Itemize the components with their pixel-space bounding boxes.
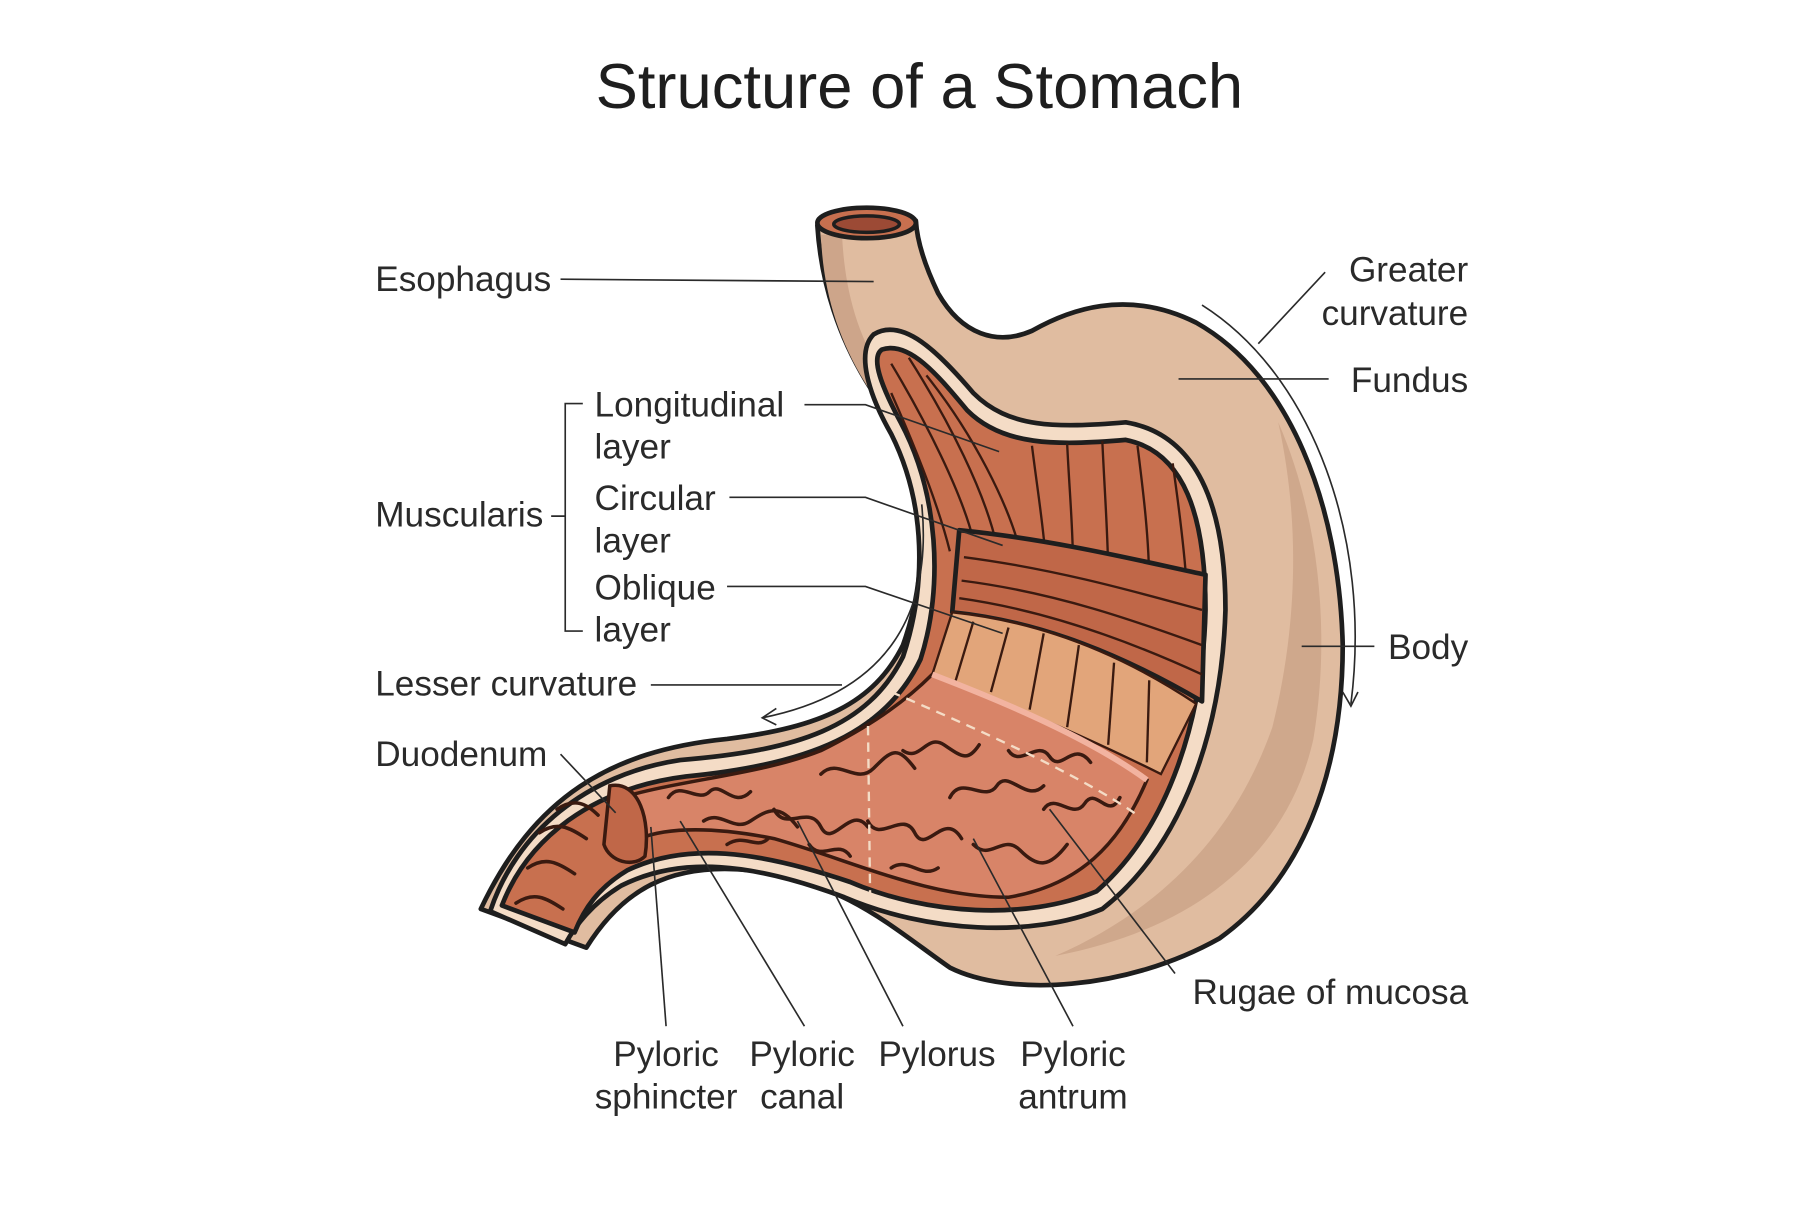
label-oblique-1: Oblique	[595, 568, 716, 607]
label-esophagus: Esophagus	[375, 260, 551, 299]
label-pyloric-sphincter-2: sphincter	[595, 1077, 738, 1116]
label-circular-1: Circular	[595, 479, 716, 518]
label-pylorus: Pylorus	[878, 1035, 995, 1074]
label-circular-2: layer	[595, 521, 672, 560]
rugae-folds	[666, 740, 1122, 874]
oblique-fibers	[954, 621, 1151, 763]
oblique-edge	[931, 671, 1149, 783]
stomach-shade	[1055, 422, 1322, 956]
label-pyloric-antrum-1: Pyloric	[1020, 1035, 1126, 1074]
cut-line	[866, 690, 1139, 898]
label-greater-curvature-1: Greater	[1349, 251, 1469, 290]
pyloric-sphincter	[602, 783, 649, 865]
label-fundus: Fundus	[1351, 361, 1468, 400]
label-muscularis: Muscularis	[375, 496, 543, 535]
label-greater-curvature-2: curvature	[1322, 294, 1469, 333]
label-longitudinal-2: layer	[595, 428, 672, 467]
lesser-curvature-arrow	[760, 504, 925, 726]
label-oblique-2: layer	[595, 611, 672, 650]
label-pyloric-sphincter-1: Pyloric	[613, 1035, 719, 1074]
duodenum-folds	[514, 801, 600, 911]
label-pyloric-canal-2: canal	[760, 1077, 844, 1116]
label-lesser-curvature: Lesser curvature	[375, 665, 637, 704]
label-rugae: Rugae of mucosa	[1193, 973, 1469, 1012]
circular-fibers	[959, 555, 1203, 676]
esophagus-lumen	[832, 214, 902, 235]
label-duodenum: Duodenum	[375, 735, 547, 774]
label-pyloric-antrum-2: antrum	[1018, 1077, 1127, 1116]
greater-curvature-arrow	[1201, 304, 1359, 708]
label-body: Body	[1388, 628, 1469, 667]
label-pyloric-canal-1: Pyloric	[749, 1035, 855, 1074]
leader-lines	[551, 271, 1375, 1027]
label-longitudinal-1: Longitudinal	[595, 385, 785, 424]
stomach-illustration	[478, 205, 1346, 988]
diagram-title: Structure of a Stomach	[596, 52, 1244, 122]
